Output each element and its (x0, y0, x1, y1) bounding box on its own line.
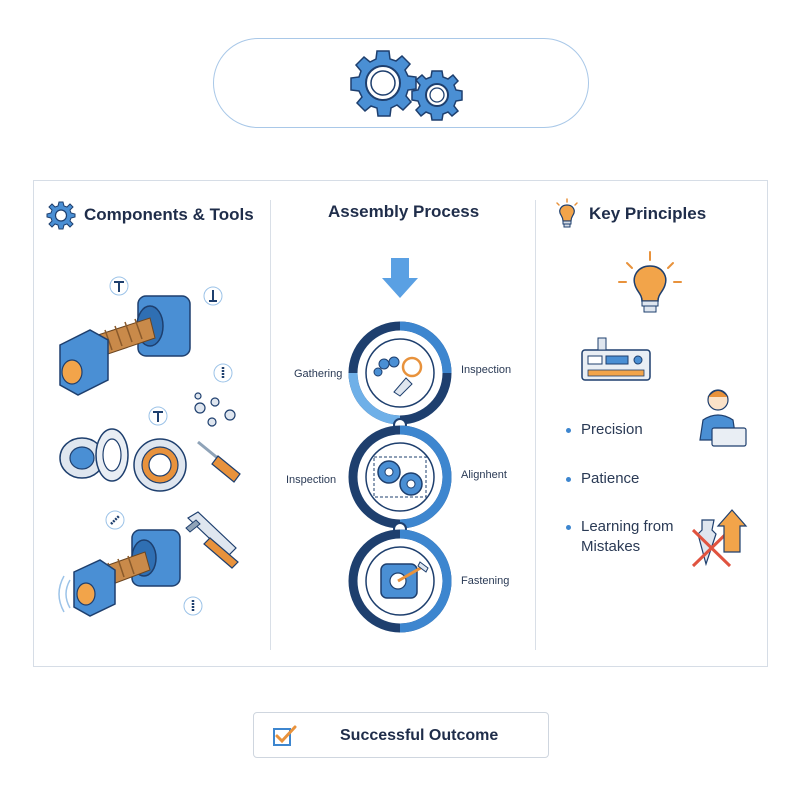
assembly-title-text: Assembly Process (328, 202, 480, 221)
step-2-left-label: Inspection (286, 474, 337, 486)
gear-icon (46, 201, 76, 230)
gear-housing-assembly-icon (58, 529, 181, 617)
step-3-right-label: Fastening (461, 575, 510, 587)
bolt-badge-icon (203, 286, 223, 306)
header-banner (213, 38, 589, 128)
bullet-icon (566, 428, 571, 433)
principles-title-text: Key Principles (589, 204, 707, 223)
screw-badge-icon (109, 276, 129, 296)
principle-text: Learning from Mistakes (581, 518, 674, 555)
measuring-device-icon (581, 337, 651, 381)
principle-text: Precision (581, 421, 643, 438)
screwdriver-icon (197, 440, 241, 483)
process-step-ring (348, 321, 452, 425)
checkbox-icon (273, 725, 297, 746)
screws-cluster-icon (194, 392, 236, 427)
gears-alignment-icon (373, 456, 427, 498)
principles-title: Key Principles (553, 198, 706, 230)
bullet-icon (566, 525, 571, 530)
gear-housing-assembly-icon (59, 295, 191, 396)
principle-item: Precision (566, 420, 691, 440)
bearings-icon (59, 428, 187, 492)
principle-item: Patience (566, 469, 691, 489)
outcome-box: Successful Outcome (253, 712, 549, 758)
fastening-icon (380, 561, 429, 599)
components-title: Components & Tools (46, 200, 254, 230)
bolt-badge-icon (213, 363, 233, 383)
lightbulb-icon (556, 198, 578, 228)
step-1-left-label: Gathering (294, 368, 343, 380)
bolt-badge-icon (183, 596, 203, 616)
principle-text: Patience (581, 470, 640, 487)
screw-badge-icon (105, 510, 125, 530)
gears-icon (350, 50, 463, 121)
calipers-icon (185, 511, 239, 569)
crossed-screw-arrow-icon (691, 509, 748, 568)
assembly-title: Assembly Process (328, 202, 479, 222)
down-arrow-icon (382, 258, 418, 298)
process-step-ring (348, 425, 452, 529)
step-1-right-label: Inspection (461, 364, 512, 376)
screw-badge-icon (148, 406, 168, 426)
column-divider (270, 200, 271, 650)
bullet-icon (566, 477, 571, 482)
principle-item: Learning from Mistakes (566, 517, 691, 557)
step-2-right-label: Alignhent (461, 469, 507, 481)
lightbulb-icon (618, 251, 682, 313)
column-divider (535, 200, 536, 650)
outcome-label: Successful Outcome (340, 727, 499, 744)
worker-icon (699, 389, 747, 447)
components-title-text: Components & Tools (84, 205, 254, 224)
parts-inspection-icon (373, 356, 423, 397)
